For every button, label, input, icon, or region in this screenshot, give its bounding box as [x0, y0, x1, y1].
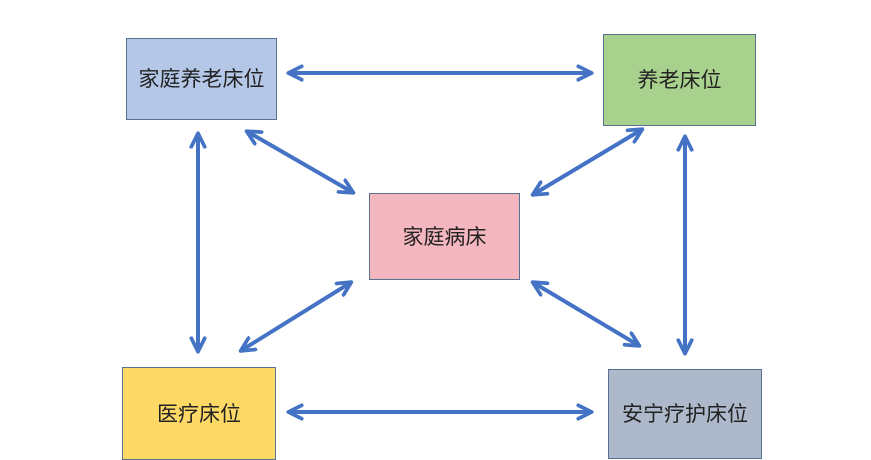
node-elderly-bed-label: 养老床位	[637, 68, 722, 92]
node-medical-bed: 医疗床位	[122, 367, 276, 460]
arrow-home-elderly-bed-to-home-sickbed	[248, 132, 352, 192]
node-hospice-bed-label: 安宁疗护床位	[622, 402, 748, 426]
node-hospice-bed: 安宁疗护床位	[608, 369, 762, 459]
node-home-sickbed: 家庭病床	[369, 193, 520, 280]
node-home-sickbed-label: 家庭病床	[402, 224, 487, 249]
arrow-medical-bed-to-home-sickbed	[242, 283, 350, 350]
node-home-elderly-bed-label: 家庭养老床位	[138, 67, 265, 91]
node-home-elderly-bed: 家庭养老床位	[126, 38, 277, 120]
node-elderly-bed: 养老床位	[603, 34, 756, 126]
arrow-hospice-bed-to-home-sickbed	[534, 283, 638, 345]
arrow-elderly-bed-to-home-sickbed	[534, 130, 641, 194]
node-medical-bed-label: 医疗床位	[157, 401, 241, 426]
